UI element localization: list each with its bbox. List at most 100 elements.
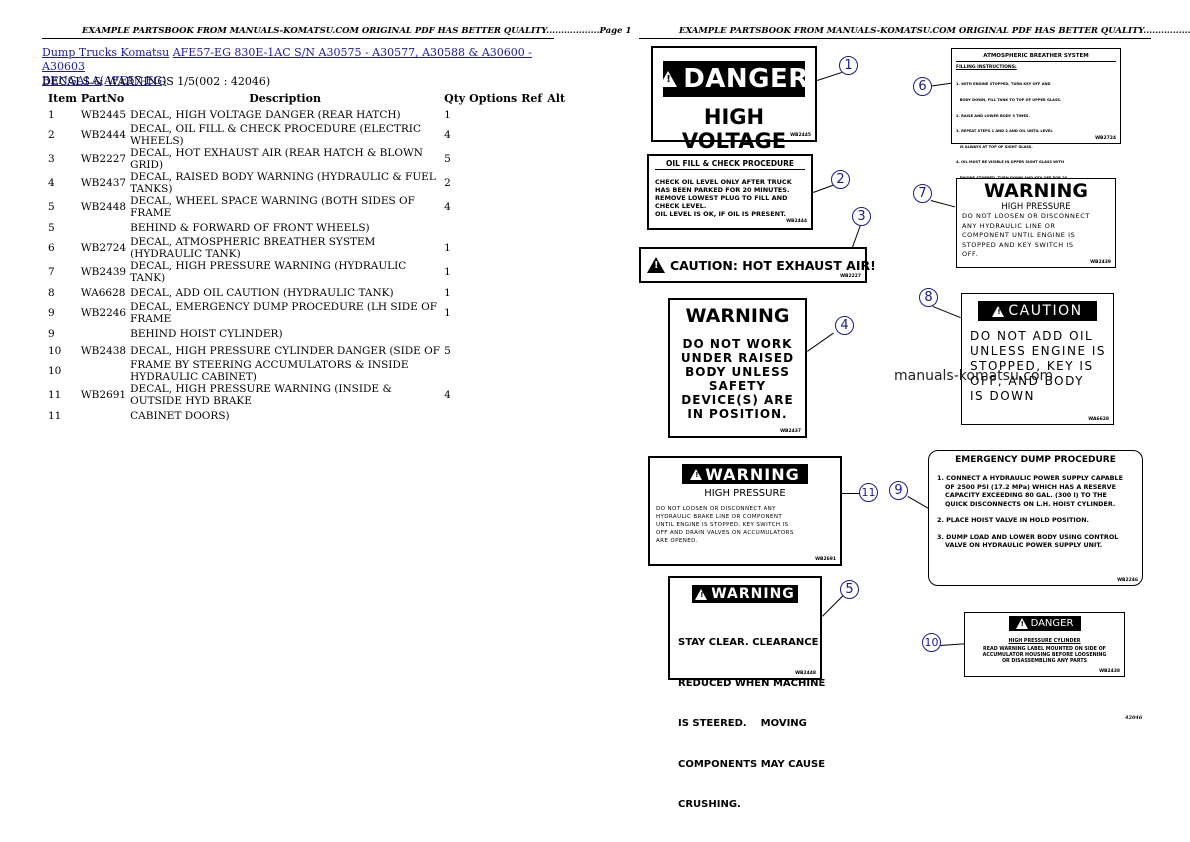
callout-2[interactable]: 2 bbox=[831, 170, 850, 189]
table-header-row: Item PartNo Description Qty Options Ref … bbox=[42, 91, 569, 106]
callout-7[interactable]: 7 bbox=[913, 184, 932, 203]
callout-leader bbox=[932, 306, 961, 319]
cell-qty: 4 bbox=[444, 129, 451, 141]
decal-line: 1. WITH ENGINE STOPPED, TURN KEY OFF AND bbox=[956, 82, 1051, 87]
cell-description: DECAL, OIL FILL & CHECK PROCEDURE (ELECT… bbox=[130, 123, 421, 147]
decal-atmospheric-breather: ATMOSPHERIC BREATHER SYSTEM FILLING INST… bbox=[951, 48, 1121, 227]
cell-qty: 1 bbox=[444, 242, 451, 254]
cell-options bbox=[467, 123, 519, 147]
cell-ref bbox=[519, 106, 545, 123]
decal-code: WA6628 bbox=[1088, 417, 1109, 422]
decal-add-oil-caution: CAUTION DO NOT ADD OIL UNLESS ENGINE IS … bbox=[961, 293, 1114, 425]
breadcrumb: Dump Trucks Komatsu AFE57-EG 830E-1AC S/… bbox=[42, 46, 562, 88]
cell-alt bbox=[545, 383, 569, 407]
cell-qty bbox=[442, 219, 467, 236]
header-divider bbox=[42, 38, 554, 39]
decal-raised-body-warning: WARNING DO NOT WORK UNDER RAISED BODY UN… bbox=[668, 298, 807, 438]
decal-line: ANY HYDRAULIC LINE OR bbox=[962, 221, 1056, 230]
cell-options bbox=[467, 236, 519, 260]
cell-qty: 4 bbox=[444, 389, 451, 401]
decal-line: STOPPED AND KEY SWITCH IS bbox=[962, 240, 1074, 249]
header-divider bbox=[639, 38, 1151, 39]
cell-partno: WB2246 bbox=[80, 307, 127, 319]
callout-10[interactable]: 10 bbox=[922, 633, 941, 652]
cell-alt bbox=[545, 236, 569, 260]
cell-item: 11 bbox=[48, 409, 62, 422]
decal-line: IS STEERED. MOVING bbox=[678, 718, 807, 729]
cell-item: 5 bbox=[48, 201, 55, 213]
cell-item: 11 bbox=[48, 389, 62, 401]
decal-brake-high-pressure-warning: WARNING HIGH PRESSURE DO NOT LOOSEN OR D… bbox=[648, 456, 842, 566]
cell-item: 8 bbox=[48, 286, 55, 299]
decal-line: 1. CONNECT A HYDRAULIC POWER SUPPLY CAPA… bbox=[937, 474, 1123, 482]
callout-leader bbox=[807, 332, 834, 352]
callout-3[interactable]: 3 bbox=[852, 207, 871, 226]
decal-line: OFF. bbox=[962, 250, 979, 258]
decal-line: DO NOT WORK bbox=[682, 337, 793, 351]
callout-8[interactable]: 8 bbox=[919, 288, 938, 307]
cell-options bbox=[467, 342, 519, 359]
decal-line: SAFETY bbox=[708, 379, 767, 393]
decal-line: ARE OPENED. bbox=[656, 538, 698, 544]
cell-description: FRAME BY STEERING ACCUMULATORS & INSIDE … bbox=[130, 359, 409, 383]
cell-ref bbox=[519, 284, 545, 301]
cell-ref bbox=[519, 301, 545, 325]
breadcrumb-link-model[interactable]: AFE57-EG 830E-1AC S/N A30575 - A30577, A… bbox=[42, 46, 532, 73]
cell-description: DECAL, HOT EXHAUST AIR (REAR HATCH & BLO… bbox=[130, 147, 423, 171]
cell-alt bbox=[545, 106, 569, 123]
decal-code: WB2724 bbox=[1095, 136, 1116, 141]
decal-line: DO NOT LOOSEN OR DISCONNECT bbox=[962, 212, 1090, 220]
decal-code: WB2448 bbox=[795, 671, 816, 676]
cell-options bbox=[467, 301, 519, 325]
decal-title: WARNING bbox=[685, 305, 790, 327]
callout-6[interactable]: 6 bbox=[913, 77, 932, 96]
decal-line: CHECK OIL LEVEL ONLY AFTER TRUCK bbox=[655, 178, 792, 186]
callout-1[interactable]: 1 bbox=[839, 56, 858, 75]
decal-subtitle: HIGH PRESSURE CYLINDER bbox=[1008, 639, 1081, 644]
decal-line: 2. PLACE HOIST VALVE IN HOLD POSITION. bbox=[937, 516, 1089, 524]
section-title: DECALS & WARNINGS 1/5(002 : 42046) bbox=[42, 75, 271, 88]
cell-item: 10 bbox=[48, 365, 62, 377]
callout-4[interactable]: 4 bbox=[835, 316, 854, 335]
callout-9[interactable]: 9 bbox=[889, 481, 908, 500]
cell-ref bbox=[519, 219, 545, 236]
cell-ref bbox=[519, 195, 545, 219]
cell-alt bbox=[545, 260, 569, 284]
callout-5[interactable]: 5 bbox=[840, 580, 859, 599]
decal-line: COMPONENT UNTIL ENGINE IS bbox=[962, 231, 1076, 239]
cell-partno: WB2444 bbox=[80, 129, 127, 141]
decal-line: READ WARNING LABEL MOUNTED ON SIDE OF bbox=[983, 647, 1106, 652]
decal-title: DANGER bbox=[1030, 618, 1074, 629]
cell-alt bbox=[545, 219, 569, 236]
cell-description: DECAL, HIGH PRESSURE WARNING (INSIDE & O… bbox=[130, 383, 392, 407]
decal-line: UNTIL ENGINE IS STOPPED, KEY SWITCH IS bbox=[656, 522, 789, 528]
cell-item: 4 bbox=[48, 177, 55, 189]
cell-description: BEHIND & FORWARD OF FRONT WHEELS) bbox=[130, 221, 370, 234]
cell-item: 9 bbox=[48, 307, 55, 319]
cell-description: DECAL, EMERGENCY DUMP PROCEDURE (LH SIDE… bbox=[130, 301, 438, 325]
decal-line: VALVE ON HYDRAULIC POWER SUPPLY UNIT. bbox=[945, 541, 1103, 549]
decal-code: WB2438 bbox=[1099, 669, 1120, 674]
cell-partno: WB2227 bbox=[80, 153, 127, 165]
col-header-qty: Qty bbox=[444, 92, 466, 105]
cell-partno: WB2437 bbox=[80, 177, 127, 189]
decal-line: COMPONENTS MAY CAUSE bbox=[678, 758, 826, 770]
breadcrumb-link-assembly[interactable]: BENGALA(AFE57-EG) bbox=[42, 74, 167, 87]
breadcrumb-link-category[interactable]: Dump Trucks Komatsu bbox=[42, 46, 170, 59]
cell-alt bbox=[545, 342, 569, 359]
cell-description: DECAL, HIGH PRESSURE CYLINDER DANGER (SI… bbox=[130, 344, 441, 357]
decal-line: 2. RAISE AND LOWER BODY 3 TIMES. bbox=[956, 113, 1030, 118]
callout-leader bbox=[852, 224, 862, 248]
warning-triangle-icon bbox=[992, 305, 1005, 317]
col-header-description: Description bbox=[249, 92, 321, 105]
decal-code: WB2437 bbox=[780, 429, 801, 434]
cell-partno: WB2438 bbox=[80, 344, 127, 357]
callout-11[interactable]: 11 bbox=[859, 483, 878, 502]
